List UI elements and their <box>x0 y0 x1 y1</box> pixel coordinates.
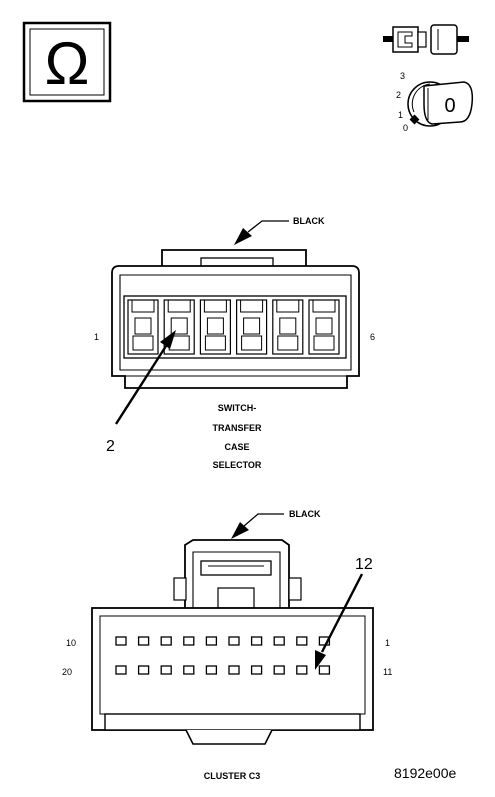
cluster-cavity <box>137 665 150 675</box>
cluster-cavity <box>296 665 308 675</box>
cluster-cavity <box>205 665 218 675</box>
switch-caption-line-1: SWITCH- <box>218 403 257 413</box>
cluster-cavity <box>183 636 195 646</box>
switch-cavity <box>236 299 268 355</box>
ignition-position-3: 3 <box>400 71 405 81</box>
switch-wire-color-label: BLACK <box>293 216 325 226</box>
cluster-cavity-grid <box>115 636 331 675</box>
switch-cavity <box>127 299 159 355</box>
cluster-row2-right-label: 11 <box>383 667 392 677</box>
switch-caption-line-4: SELECTOR <box>213 460 262 470</box>
cluster-cavity <box>250 665 263 675</box>
cluster-c3-connector: BLACK 10 1 20 11 12 CLUSTER C3 <box>62 509 392 781</box>
cluster-cavity <box>160 665 172 675</box>
key-position-indicator: 0 <box>444 95 455 117</box>
cluster-cavity <box>273 665 285 675</box>
figure-id: 8192e00e <box>394 765 457 781</box>
cluster-cavity <box>296 636 308 646</box>
switch-cavity-row <box>127 299 340 355</box>
switch-caption-line-2: TRANSFER <box>213 423 262 433</box>
switch-cavity <box>272 299 304 355</box>
ohm-symbol: Ω <box>45 30 90 97</box>
ignition-position-1: 1 <box>398 110 403 120</box>
cluster-cavity <box>228 636 240 646</box>
switch-caption-line-3: CASE <box>224 442 249 452</box>
cluster-cavity <box>318 665 331 675</box>
switch-cavity <box>163 299 195 355</box>
cluster-cavity <box>205 636 218 646</box>
switch-callout-number: 2 <box>106 438 115 455</box>
disconnect-connector-icon <box>383 24 469 55</box>
cluster-cavity <box>160 636 172 646</box>
switch-pin-1-label: 1 <box>94 332 99 342</box>
switch-transfer-case-connector: BLACK 1 6 2 SWITCH- TRANSFER CASE SELECT… <box>94 216 375 470</box>
cluster-row2-left-label: 20 <box>62 667 72 677</box>
cluster-cavity <box>228 665 240 675</box>
ignition-position-0: 0 <box>403 123 408 133</box>
switch-cavity <box>199 299 231 355</box>
cluster-cavity <box>250 636 263 646</box>
cluster-caption: CLUSTER C3 <box>204 771 261 781</box>
cluster-wire-color-label: BLACK <box>289 509 321 519</box>
cluster-callout-number: 12 <box>355 556 373 573</box>
cluster-cavity <box>137 636 150 646</box>
cluster-cavity <box>183 665 195 675</box>
ignition-position-2: 2 <box>396 90 401 100</box>
ignition-key-icon: 3 2 1 0 0 <box>396 71 474 133</box>
switch-pin-6-label: 6 <box>370 332 375 342</box>
ohmmeter-icon: Ω <box>22 21 112 103</box>
cluster-row1-right-label: 1 <box>385 638 390 648</box>
cluster-row1-left-label: 10 <box>66 638 76 648</box>
cluster-cavity <box>273 636 285 646</box>
cluster-cavity <box>115 636 127 646</box>
cluster-cavity <box>115 665 127 675</box>
switch-cavity <box>308 299 340 355</box>
